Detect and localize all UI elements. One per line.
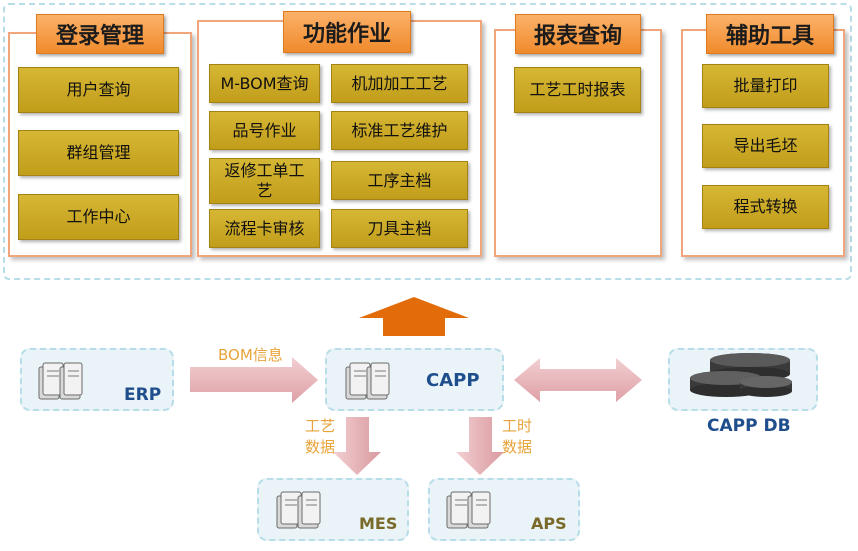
hour-data-label-line1: 工时 — [502, 417, 533, 435]
panel-title-auxiliary-tools: 辅助工具 — [706, 14, 834, 54]
aps-label: APS — [531, 514, 567, 533]
bom-info-label: BOM信息 — [218, 346, 283, 364]
panel-title-login-management: 登录管理 — [36, 14, 164, 54]
up-arrow — [359, 297, 469, 336]
menu-item-mbom-query[interactable]: M-BOM查询 — [209, 64, 320, 103]
menu-item-routing-card-review[interactable]: 流程卡审核 — [209, 209, 320, 248]
capp-db-double-arrow — [514, 358, 642, 402]
capp-to-aps-arrow — [456, 417, 504, 475]
panel-title-report-query: 报表查询 — [515, 14, 641, 54]
hour-data-label-line2: 数据 — [502, 438, 533, 456]
capp-label: CAPP — [426, 370, 480, 391]
erp-label: ERP — [124, 385, 162, 405]
menu-item-operation-master[interactable]: 工序主档 — [331, 161, 468, 200]
capp-db-label: CAPP DB — [707, 416, 791, 436]
process-data-label-line1: 工艺 — [305, 417, 336, 435]
modules-frame — [3, 3, 852, 280]
mes-node[interactable] — [257, 478, 409, 541]
mes-label: MES — [359, 514, 398, 533]
erp-to-capp-arrow — [190, 357, 318, 403]
menu-item-group-management[interactable]: 群组管理 — [18, 130, 179, 176]
server-icon — [276, 491, 321, 529]
server-icon — [38, 362, 83, 400]
process-data-label-line2: 数据 — [305, 438, 336, 456]
menu-item-batch-print[interactable]: 批量打印 — [702, 64, 829, 108]
database-icon — [690, 353, 792, 397]
menu-item-export-blank[interactable]: 导出毛坯 — [702, 124, 829, 168]
menu-item-user-query[interactable]: 用户查询 — [18, 67, 179, 113]
menu-item-process-hours-report[interactable]: 工艺工时报表 — [514, 67, 641, 113]
capp-to-mes-arrow — [333, 417, 381, 475]
menu-item-machining-process[interactable]: 机加加工工艺 — [331, 64, 468, 103]
menu-item-tool-master[interactable]: 刀具主档 — [331, 209, 468, 248]
menu-item-rework-order-process[interactable]: 返修工单工艺 — [209, 158, 320, 204]
server-icon — [446, 491, 491, 529]
menu-item-work-center[interactable]: 工作中心 — [18, 194, 179, 240]
panel-title-function-operations: 功能作业 — [283, 11, 411, 53]
menu-item-program-conversion[interactable]: 程式转换 — [702, 185, 829, 229]
menu-item-part-number[interactable]: 品号作业 — [209, 111, 320, 150]
menu-item-standard-process-maintenance[interactable]: 标准工艺维护 — [331, 111, 468, 150]
server-icon — [345, 362, 390, 400]
